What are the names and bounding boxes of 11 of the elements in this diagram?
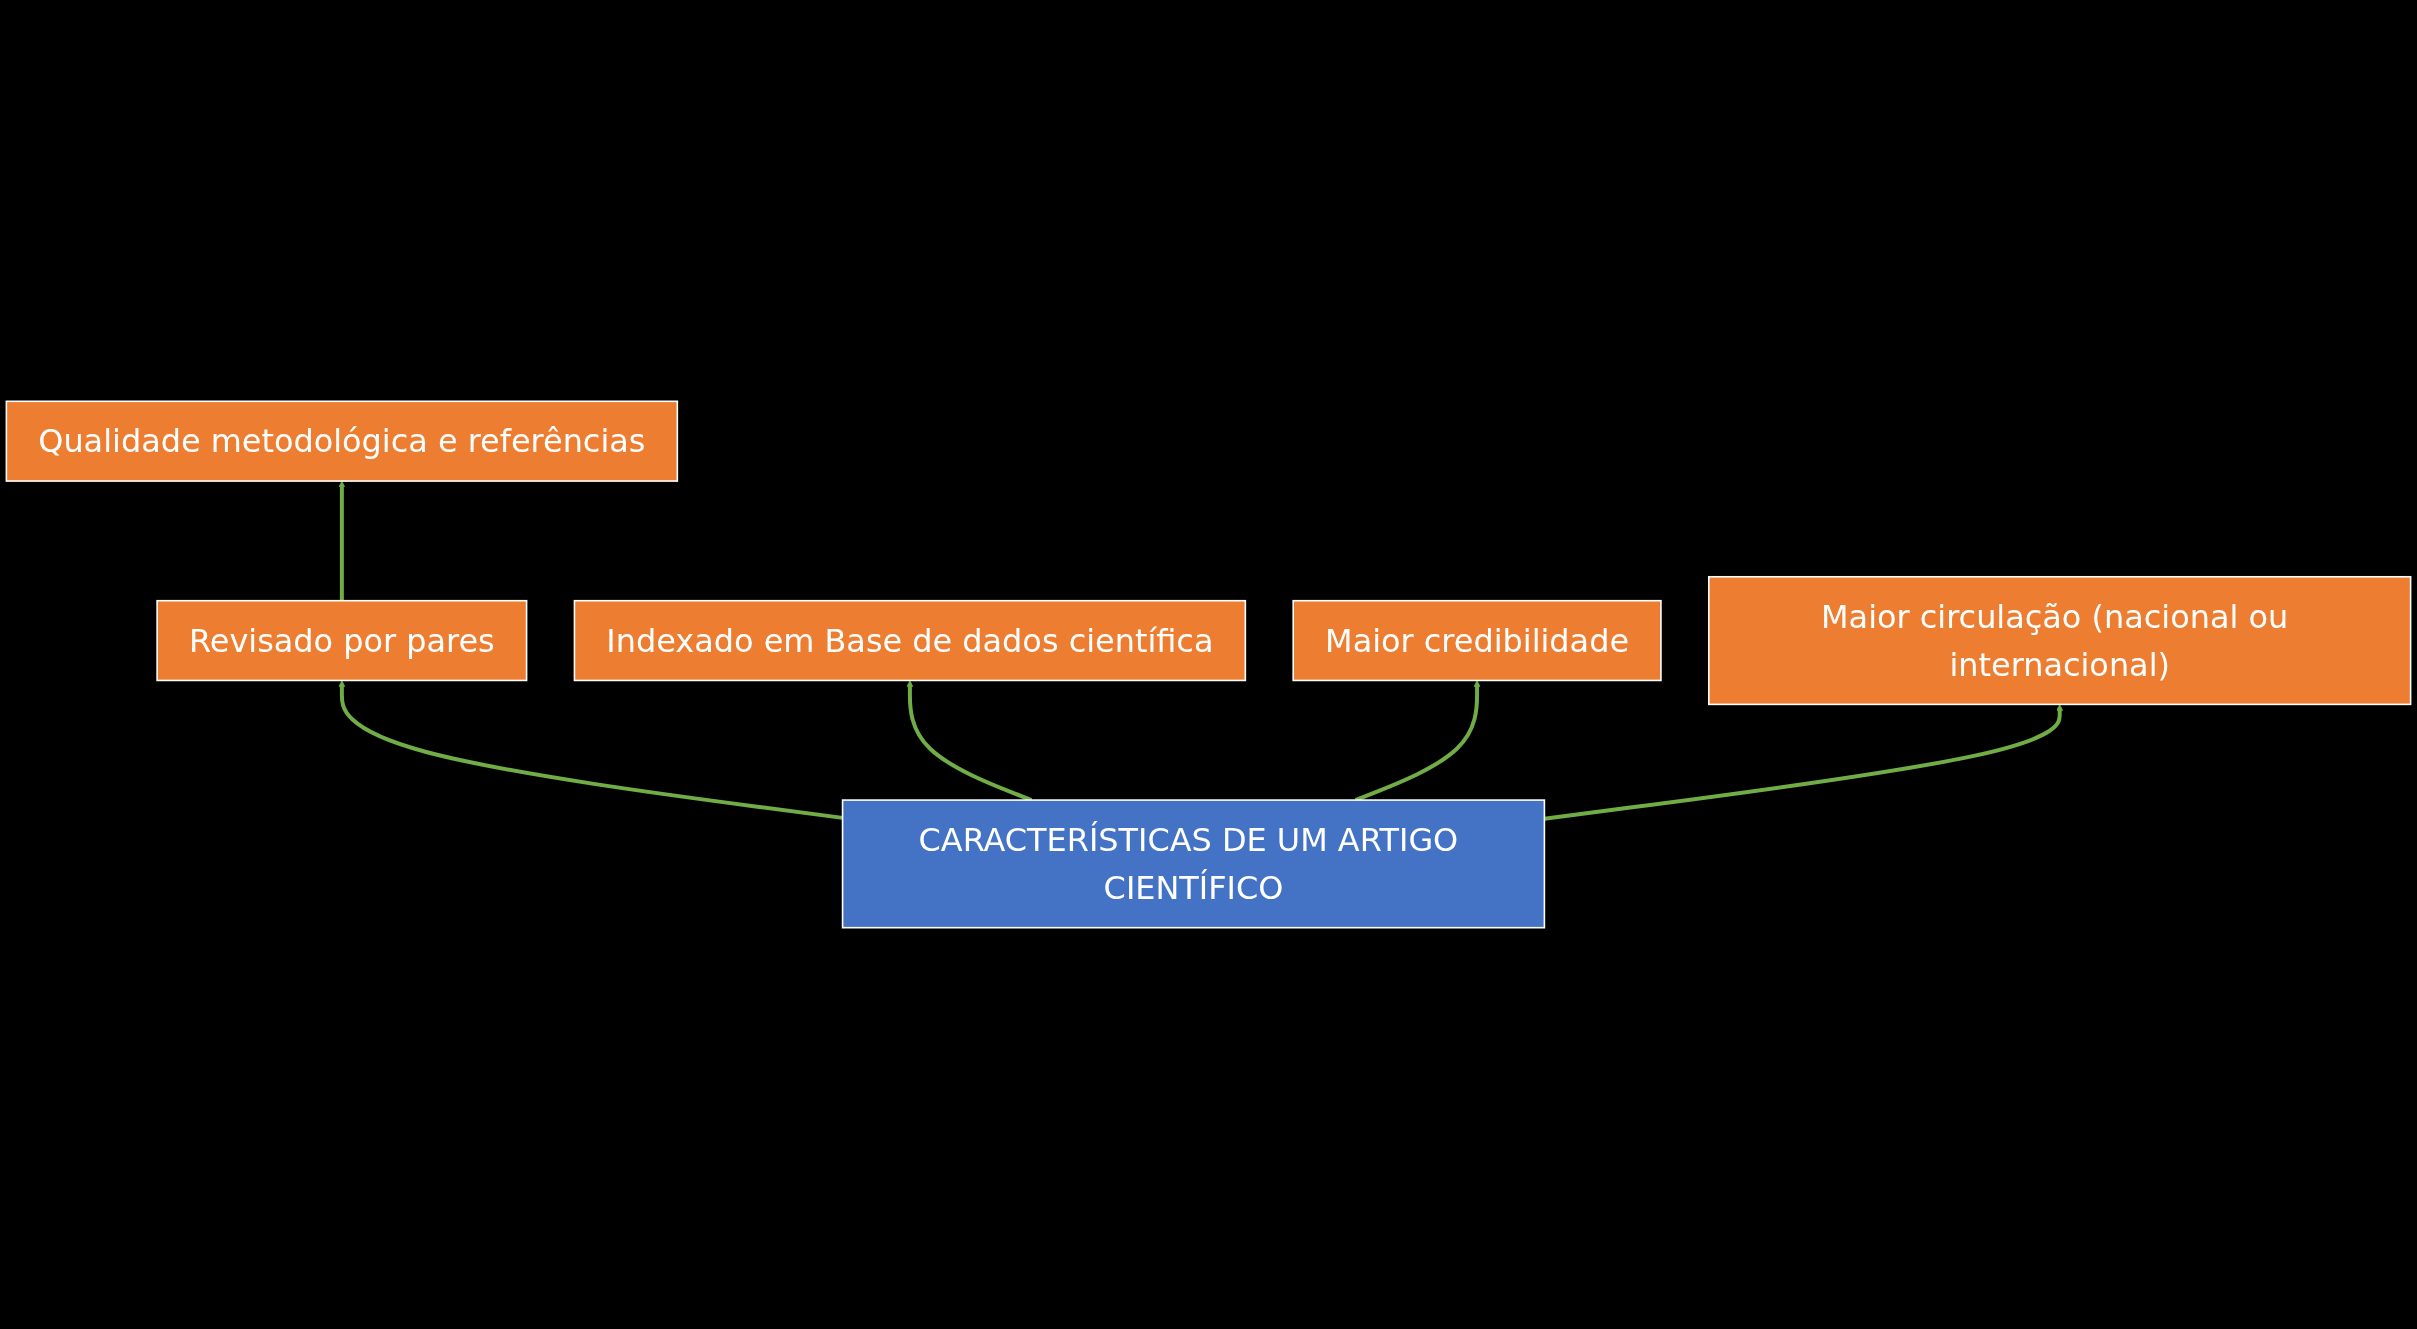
arrow [906, 680, 1033, 802]
node-box: CARACTERÍSTICAS DE UM ARTIGO CIENTÍFICO [841, 799, 1546, 929]
node-box: Indexado em Base de dados científica [573, 599, 1247, 682]
arrow [1354, 680, 1481, 802]
arrow [338, 680, 843, 820]
node-box: Revisado por pares [156, 599, 528, 682]
node-box: Qualidade metodológica e referências [5, 400, 679, 482]
arrow [1544, 704, 2064, 821]
node-box: Maior circulação (nacional ou internacional) [1708, 575, 2412, 706]
arrow [338, 480, 346, 601]
node-box: Maior credibilidade [1292, 599, 1662, 682]
